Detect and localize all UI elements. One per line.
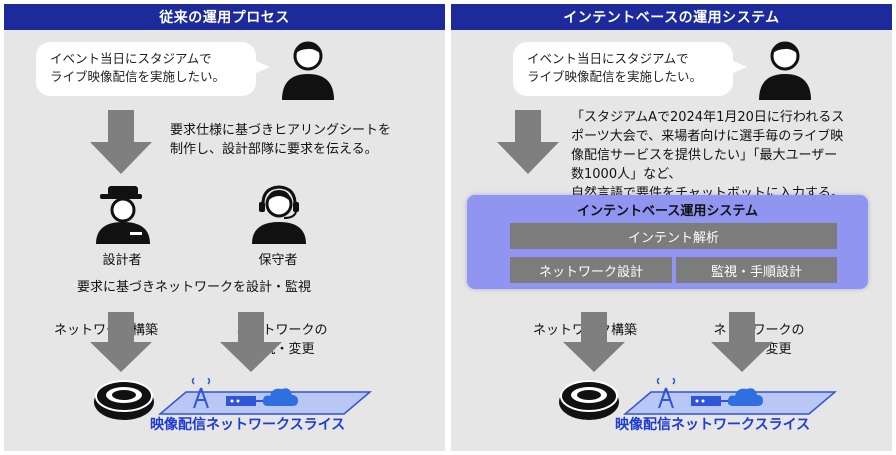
- arrow-down-icon: [90, 110, 152, 174]
- system-title: インテントベース運用システム: [577, 204, 758, 219]
- designer-icon: [96, 186, 150, 244]
- bubble-line-2: ライブ映像配信を実施したい。: [50, 69, 226, 84]
- input-text-line-4: 数1000人」など、: [571, 167, 682, 182]
- network-design-bar: ネットワーク設計: [510, 257, 672, 283]
- antenna-icon: [656, 378, 676, 409]
- hearing-text-line-1: 要求仕様に基づきヒアリングシートを: [170, 123, 392, 138]
- bubble-line-1: イベント当日にスタジアムで: [50, 51, 212, 66]
- arrow-down-icon: [220, 312, 282, 372]
- network-slice-plane: [157, 378, 373, 415]
- intent-analysis-bar: インテント解析: [510, 223, 837, 249]
- input-text-line-2: ポーツ大会で、来場者向けに選手毎のライブ映: [571, 129, 844, 144]
- bubble-line-2: ライブ映像配信を実施したい。: [527, 69, 703, 84]
- arrow-down-icon: [90, 312, 152, 372]
- hearing-text-line-2: 制作し、設計部隊に要求を伝える。: [170, 142, 378, 157]
- left-panel-title: 従来の運用プロセス: [4, 4, 445, 30]
- intent-system-box: インテントベース運用システム インテント解析 ネットワーク設計 監視・手順設計: [467, 195, 868, 289]
- cloud-icon: [262, 388, 298, 406]
- person-icon: [759, 41, 811, 100]
- chatbot-input-text: 「スタジアムAで2024年1月20日に行われるス ポーツ大会で、来場者向けに選手…: [571, 108, 844, 203]
- request-speech-bubble: イベント当日にスタジアムで ライブ映像配信を実施したい。: [36, 42, 270, 96]
- monitor-procedure-bar: 監視・手順設計: [676, 257, 837, 283]
- arrow-down-icon: [497, 110, 559, 174]
- input-text-line-1: 「スタジアムAで2024年1月20日に行われるス: [571, 110, 845, 125]
- stadium-icon: [559, 380, 619, 420]
- right-panel: インテントベースの運用システム イベント当日にスタジアムで ライブ映像配信を実施…: [451, 4, 892, 451]
- bubble-line-1: イベント当日にスタジアムで: [527, 51, 689, 66]
- arrow-down-icon: [711, 312, 773, 372]
- cloud-icon: [727, 388, 763, 406]
- input-text-line-3: 像配信サービスを提供したい」「最大ユーザー: [571, 148, 838, 163]
- maintainer-headset-icon: [252, 185, 306, 244]
- video-slice-label: 映像配信ネットワークスライス: [150, 417, 346, 433]
- stadium-icon: [94, 380, 154, 420]
- antenna-icon: [191, 378, 211, 409]
- network-slice-plane: [622, 378, 838, 415]
- left-panel: 従来の運用プロセス イベント当日にスタジアムで ライブ映像配信を実施したい。 要…: [4, 4, 445, 451]
- design-monitor-text: 要求に基づきネットワークを設計・監視: [76, 280, 311, 295]
- arrow-down-icon: [563, 312, 625, 372]
- right-panel-title: インテントベースの運用システム: [451, 4, 892, 30]
- request-speech-bubble: イベント当日にスタジアムで ライブ映像配信を実施したい。: [513, 42, 747, 96]
- designer-label: 設計者: [102, 253, 142, 268]
- hearing-sheet-text: 要求仕様に基づきヒアリングシートを 制作し、設計部隊に要求を伝える。: [170, 121, 391, 159]
- maintainer-label: 保守者: [258, 253, 298, 268]
- person-icon: [282, 41, 334, 100]
- video-slice-label: 映像配信ネットワークスライス: [615, 417, 811, 433]
